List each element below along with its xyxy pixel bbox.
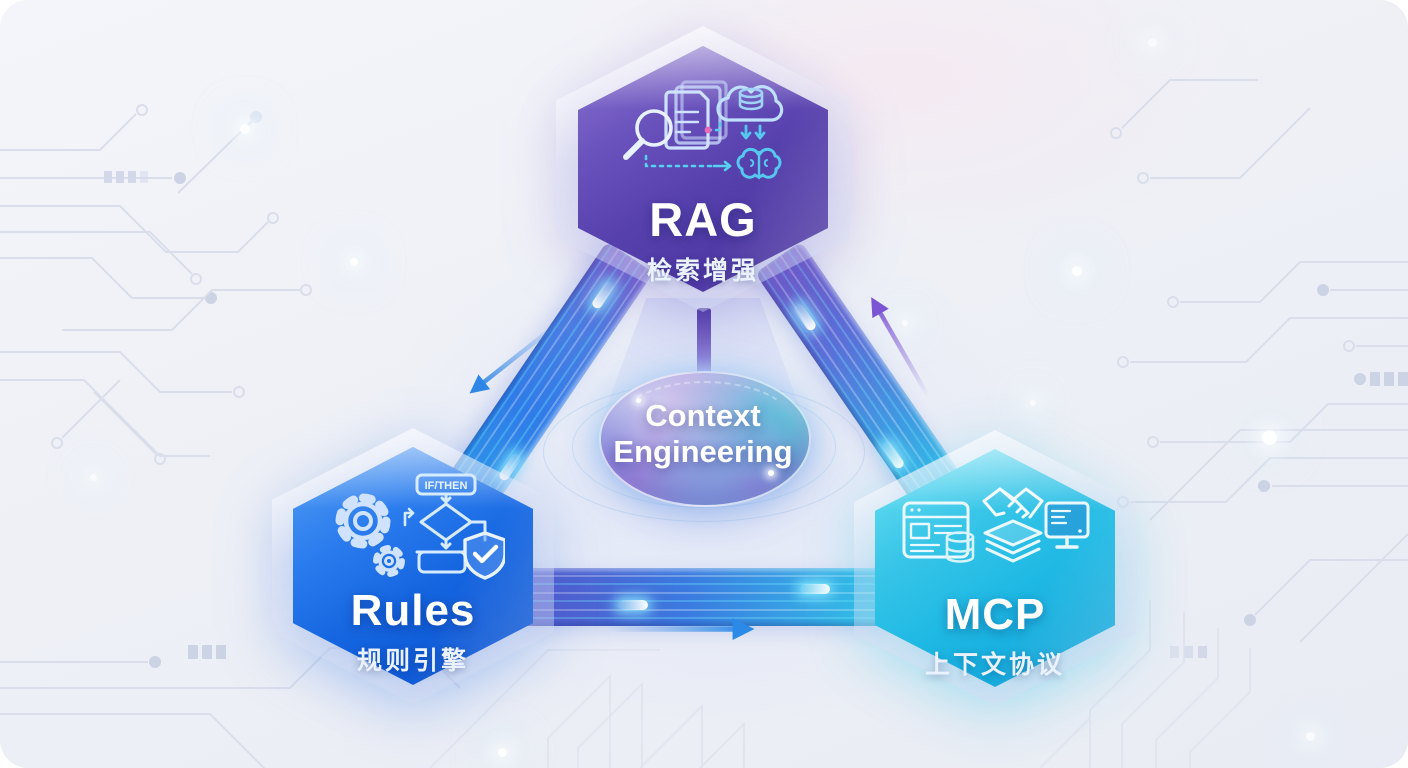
data-pulse xyxy=(618,600,648,610)
pad-squares-right xyxy=(1370,372,1408,386)
bokeh-dot xyxy=(1030,400,1036,406)
rules-subtitle: 规则引擎 xyxy=(356,647,469,675)
layers-icon xyxy=(983,519,1043,563)
monitor-icon xyxy=(1044,501,1090,549)
bokeh-dot xyxy=(498,748,507,757)
rag-subtitle: 检索增强 xyxy=(646,257,759,285)
mcp-title: MCP xyxy=(944,590,1046,639)
bokeh-dot xyxy=(90,474,97,481)
bokeh-dot xyxy=(350,258,358,266)
download-arrows-icon xyxy=(740,124,766,140)
rules-title: Rules xyxy=(350,586,476,635)
rag-title: RAG xyxy=(649,193,757,246)
handshake-icon xyxy=(982,487,1044,519)
mcp-icon-cluster xyxy=(902,487,1090,563)
documents-icon xyxy=(664,80,728,150)
node-mcp: MCP 上下文协议 xyxy=(854,430,1136,706)
pad-squares-left-2 xyxy=(188,645,226,659)
center-title-line2: Engineering xyxy=(613,433,793,469)
bokeh-dot xyxy=(1148,38,1157,47)
small-gear-icon xyxy=(373,545,405,577)
brain-icon xyxy=(736,147,782,180)
flowchart-decision-icon: IF/THEN xyxy=(403,473,487,574)
node-rules: IF/THEN Rules 规则引擎 xyxy=(272,428,554,704)
bokeh-dot xyxy=(1306,732,1315,741)
band-rules-to-mcp xyxy=(520,568,888,626)
browser-database-icon xyxy=(902,501,975,563)
node-rag: RAG 检索增强 xyxy=(556,26,850,312)
bokeh-dot xyxy=(902,320,908,326)
search-icon xyxy=(623,109,673,160)
sparkle xyxy=(636,398,641,403)
dashed-flow-icon xyxy=(644,116,722,168)
sparkle xyxy=(768,470,774,476)
rag-connector-stub xyxy=(697,308,711,380)
rules-icon-cluster: IF/THEN xyxy=(335,473,505,580)
center-title-line1: Context xyxy=(645,398,761,433)
bokeh-dot xyxy=(1262,430,1277,445)
gear-icon xyxy=(335,493,391,549)
cloud-database-icon xyxy=(716,85,784,140)
rag-icon-cluster xyxy=(623,80,784,180)
mcp-subtitle: 上下文协议 xyxy=(924,651,1065,679)
bokeh-dot xyxy=(1072,266,1082,276)
data-pulse xyxy=(800,584,830,594)
pad-squares-left-1 xyxy=(104,171,148,183)
disc-rim-dashes xyxy=(615,381,795,469)
bokeh-dot xyxy=(240,124,250,134)
center-title: Context Engineering xyxy=(599,398,807,470)
shield-check-icon xyxy=(463,531,505,580)
if-then-label: IF/THEN xyxy=(425,480,468,492)
